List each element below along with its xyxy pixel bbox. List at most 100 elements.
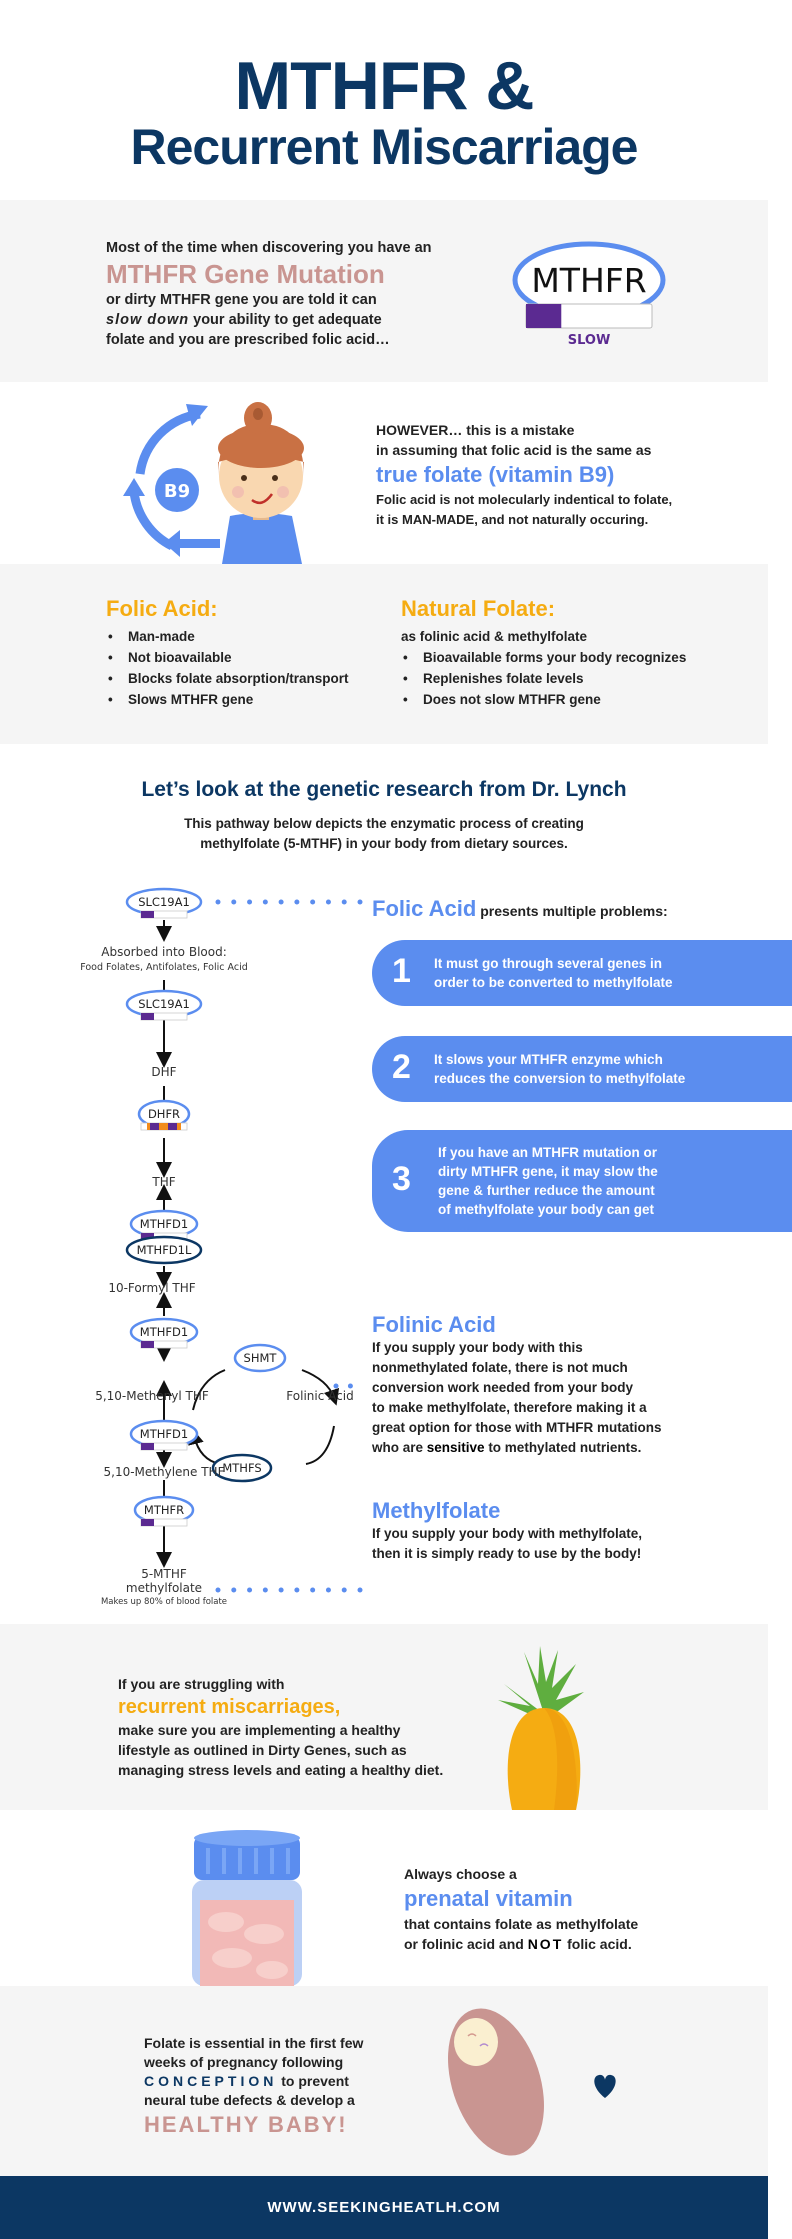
connector-dot — [231, 1587, 237, 1593]
connector-dot — [262, 899, 268, 905]
list-item: Does not slow MTHFR gene — [401, 689, 686, 710]
methylfolate-callout: Methylfolate If you supply your body wit… — [372, 1498, 643, 1561]
prenatal-section: Always choose a prenatal vitamin that co… — [0, 1810, 768, 1986]
compare-section: Folic Acid: Man-made Not bioavailable Bl… — [0, 564, 768, 744]
list-item: Slows MTHFR gene — [106, 689, 349, 710]
folic-acid-callout: Folic Acid presents multiple problems: — [372, 896, 668, 921]
connector-dot — [294, 899, 300, 905]
connector-dot — [310, 1587, 316, 1593]
enzyme-mthfd1-node: MTHFD1 — [129, 1419, 199, 1451]
dhf-label: DHF — [151, 1065, 176, 1079]
svg-text:MTHFD1L: MTHFD1L — [137, 1243, 192, 1257]
absorbed-sub-label: Food Folates, Antifolates, Folic Acid — [80, 962, 248, 973]
footer-url-link[interactable]: WWW.SEEKINGHEATLH.COM — [267, 2199, 501, 2216]
folate-pathway-diagram: SLC19A1SLC19A1DHFRMTHFD1MTHFD1LMTHFD1SHM… — [80, 887, 363, 1607]
problem-3-card: 3 If you have an MTHFR mutation or dirty… — [372, 1130, 792, 1232]
title-section: MTHFR & Recurrent Miscarriage — [0, 0, 768, 200]
list-item: Blocks folate absorption/transport — [106, 668, 349, 689]
intro-section: Most of the time when discovering you ha… — [0, 200, 768, 382]
makes-up-label: Makes up 80% of blood folate — [101, 1597, 227, 1607]
connector-dot — [215, 899, 221, 905]
svg-text:MTHFD1: MTHFD1 — [140, 1217, 188, 1231]
formyl-thf-label: 10-Formyl THF — [108, 1281, 195, 1295]
list-item: Replenishes folate levels — [401, 668, 686, 689]
enzyme-mthfd1-node: MTHFD1 — [129, 1317, 199, 1349]
svg-text:MTHFD1: MTHFD1 — [140, 1325, 188, 1339]
however-line-4: it is MAN-MADE, and not naturally occuri… — [376, 512, 649, 527]
research-description: This pathway below depicts the enzymatic… — [184, 816, 584, 851]
enzyme-slc19a1-node: SLC19A1 — [125, 887, 203, 919]
swaddled-baby-icon — [448, 2008, 544, 2156]
struggle-highlight: recurrent miscarriages, — [118, 1696, 341, 1718]
connector-dot — [310, 899, 316, 905]
title-line-1: MTHFR & — [234, 48, 535, 124]
struggle-section: If you are struggling with recurrent mis… — [0, 1624, 768, 1810]
folic-acid-heading: Folic Acid: — [106, 596, 218, 621]
svg-text:MTHFS: MTHFS — [222, 1461, 261, 1475]
connector-dot — [347, 1383, 353, 1389]
connector-dot — [215, 1587, 221, 1593]
list-item: Bioavailable forms your body recognizes — [401, 647, 686, 668]
enzyme-mthfr-node: MTHFR — [133, 1495, 195, 1527]
intro-line-1: Most of the time when discovering you ha… — [106, 240, 432, 256]
title-line-2: Recurrent Miscarriage — [130, 119, 638, 175]
connector-dot — [278, 899, 284, 905]
connector-dot — [357, 899, 363, 905]
natural-folate-column: Natural Folate: as folinic acid & methyl… — [401, 596, 686, 710]
connector-dot — [278, 1587, 284, 1593]
methylfolate-label: methylfolate — [126, 1581, 202, 1595]
connector-dot — [325, 899, 331, 905]
svg-text:SLC19A1: SLC19A1 — [138, 895, 190, 909]
gauge-fill — [526, 304, 562, 328]
intro-highlight: MTHFR Gene Mutation — [106, 259, 385, 289]
enzyme-shmt-node: SHMT — [233, 1343, 287, 1373]
girl-illustration-icon: B9 — [123, 402, 304, 564]
conception-word: CONCEPTION — [144, 2073, 278, 2089]
vitamin-bottle-icon — [192, 1830, 302, 1986]
enzyme-dhfr-node: DHFR — [137, 1099, 191, 1131]
intro-line-2: or dirty MTHFR gene you are told it can — [106, 292, 377, 308]
list-item: Man-made — [106, 626, 349, 647]
intro-line-3: slow down your ability to get adequate — [106, 312, 382, 328]
svg-text:DHFR: DHFR — [148, 1107, 180, 1121]
enzyme-mthfd1l-node: MTHFD1L — [125, 1235, 203, 1265]
baby-section: Folate is essential in the first few wee… — [0, 1986, 768, 2176]
prenatal-highlight: prenatal vitamin — [404, 1886, 573, 1911]
connector-dots — [215, 899, 363, 1593]
prenatal-text: Always choose a prenatal vitamin that co… — [404, 1864, 704, 1954]
thf-label: THF — [151, 1175, 175, 1189]
svg-text:SHMT: SHMT — [244, 1351, 278, 1365]
however-line-2: in assuming that folic acid is the same … — [376, 442, 652, 458]
however-line-3: Folic acid is not molecularly indentical… — [376, 492, 673, 507]
connector-dot — [231, 899, 237, 905]
folinic-acid-label: Folinic Acid — [286, 1389, 353, 1403]
connector-dot — [262, 1587, 268, 1593]
connector-dot — [333, 1383, 339, 1389]
problem-1-card: 1 It must go through several genes in or… — [372, 940, 792, 1006]
intro-text: Most of the time when discovering you ha… — [106, 238, 446, 350]
research-section: Let’s look at the genetic research from … — [0, 744, 792, 1624]
methenyl-thf-label: 5,10-Methenyl THF — [95, 1389, 209, 1403]
enzyme-mthfs-node: MTHFS — [211, 1453, 273, 1483]
natural-folate-subtitle: as folinic acid & methylfolate — [401, 629, 588, 644]
folic-acid-column: Folic Acid: Man-made Not bioavailable Bl… — [106, 596, 349, 710]
svg-text:MTHFR: MTHFR — [144, 1503, 184, 1517]
connector-dot — [357, 1587, 363, 1593]
gauge-label: MTHFR — [531, 261, 646, 300]
enzyme-mthfd1-node: MTHFD1 — [129, 1209, 199, 1241]
however-text: HOWEVER… this is a mistake in assuming t… — [376, 420, 756, 530]
enzyme-slc19a1-node: SLC19A1 — [125, 989, 203, 1021]
connector-dot — [247, 899, 253, 905]
connector-dot — [247, 1587, 253, 1593]
methylfolate-heading: Methylfolate — [372, 1498, 501, 1523]
methylene-thf-label: 5,10-Methylene THF — [104, 1465, 225, 1479]
mthfr-gauge-icon: MTHFR SLOW — [512, 241, 666, 348]
folinic-acid-callout: Folinic Acid If you supply your body wit… — [372, 1312, 662, 1455]
struggle-text: If you are struggling with recurrent mis… — [118, 1674, 478, 1780]
intro-line-4: folate and you are prescribed folic acid… — [106, 332, 390, 348]
research-heading: Let’s look at the genetic research from … — [141, 778, 627, 801]
5-mthf-label: 5-MTHF — [141, 1567, 187, 1581]
however-highlight: true folate (vitamin B9) — [376, 462, 615, 487]
connector-dot — [325, 1587, 331, 1593]
b9-badge: B9 — [164, 481, 190, 502]
